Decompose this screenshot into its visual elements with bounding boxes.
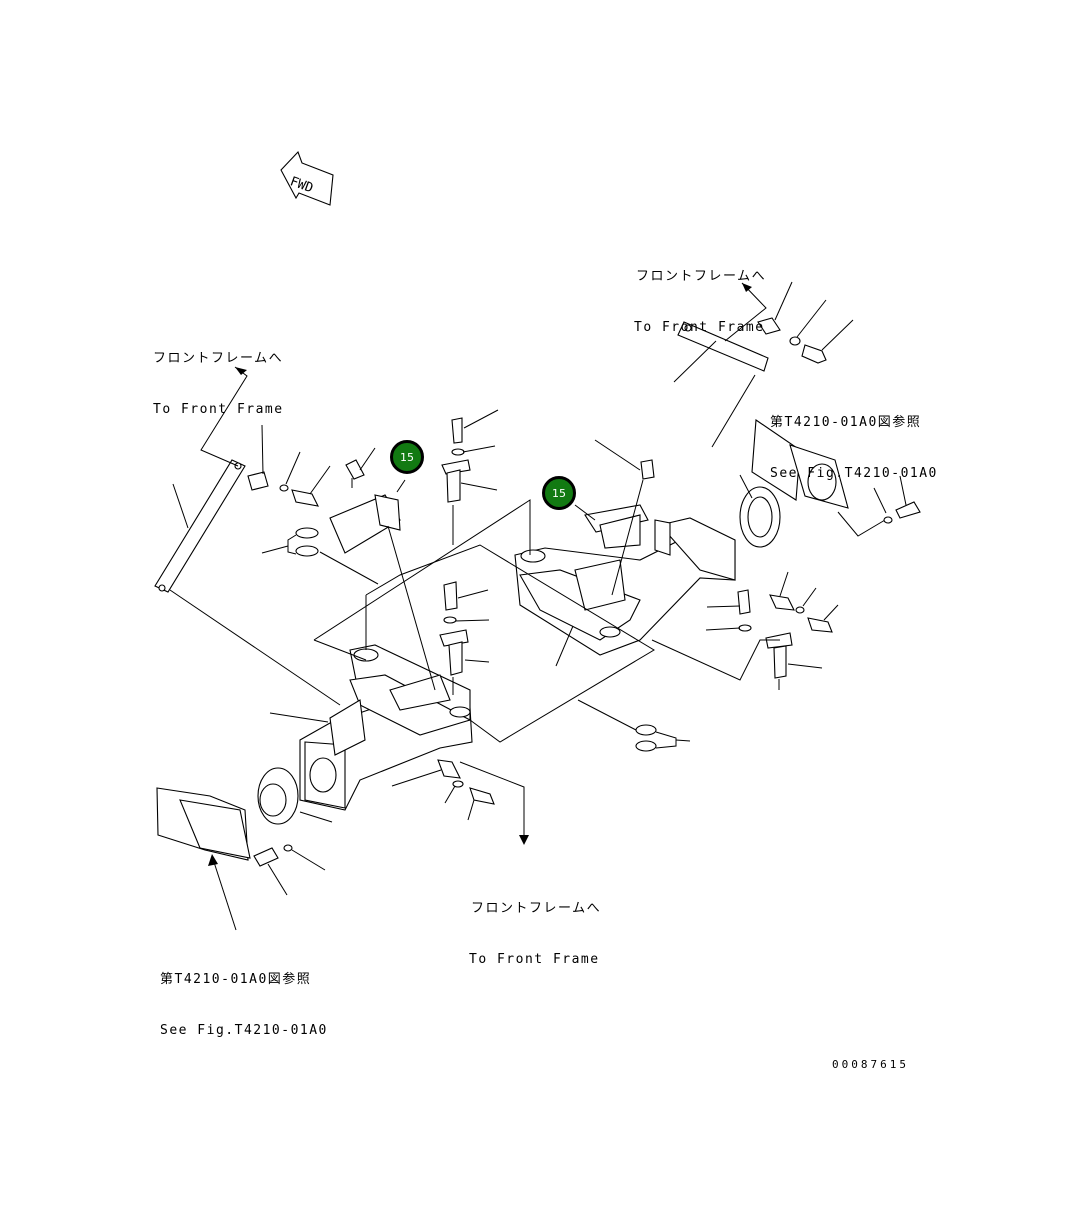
label-en: See Fig.T4210-01A0	[160, 1023, 328, 1038]
pivot-frame-assembly	[299, 517, 736, 811]
top-right-fasteners	[757, 281, 854, 364]
left-axle-yoke	[156, 767, 333, 931]
bottom-fasteners	[391, 699, 691, 821]
callout-number: 15	[552, 486, 566, 500]
label-see-fig-right: 第T4210-01A0図参照 See Fig.T4210-01A0	[770, 380, 938, 499]
label-jp: フロントフレームへ	[636, 269, 767, 284]
reference-leaders	[169, 499, 655, 845]
label-to-front-frame-left: フロントフレームへ To Front Frame	[153, 316, 284, 435]
label-jp: 第T4210-01A0図参照	[160, 972, 312, 987]
callout-marker-15-left[interactable]: 15	[390, 440, 424, 474]
document-number: 00087615	[832, 1058, 909, 1071]
label-jp: フロントフレームへ	[471, 901, 602, 916]
label-en: To Front Frame	[469, 952, 600, 967]
left-link-bar	[154, 366, 248, 593]
left-fasteners	[247, 424, 379, 585]
label-see-fig-left: 第T4210-01A0図参照 See Fig.T4210-01A0	[160, 937, 328, 1056]
left-bracket	[329, 447, 436, 691]
center-fasteners	[439, 409, 499, 695]
label-jp: 第T4210-01A0図参照	[770, 415, 922, 430]
label-to-front-frame-bottom: フロントフレームへ To Front Frame	[469, 866, 601, 985]
right-fasteners	[651, 571, 839, 690]
callout-number: 15	[400, 450, 414, 464]
label-jp: フロントフレームへ	[153, 351, 284, 366]
fwd-arrow-icon: FWD	[280, 150, 334, 206]
label-en: To Front Frame	[153, 402, 284, 417]
label-to-front-frame-top-right: フロントフレームへ To Front Frame	[634, 234, 766, 353]
right-bracket	[574, 439, 655, 596]
right-axle-yoke	[739, 419, 921, 548]
callout-marker-15-right[interactable]: 15	[542, 476, 576, 510]
label-en: To Front Frame	[634, 320, 765, 335]
label-en: See Fig.T4210-01A0	[770, 466, 938, 481]
right-link-bar	[673, 282, 769, 448]
